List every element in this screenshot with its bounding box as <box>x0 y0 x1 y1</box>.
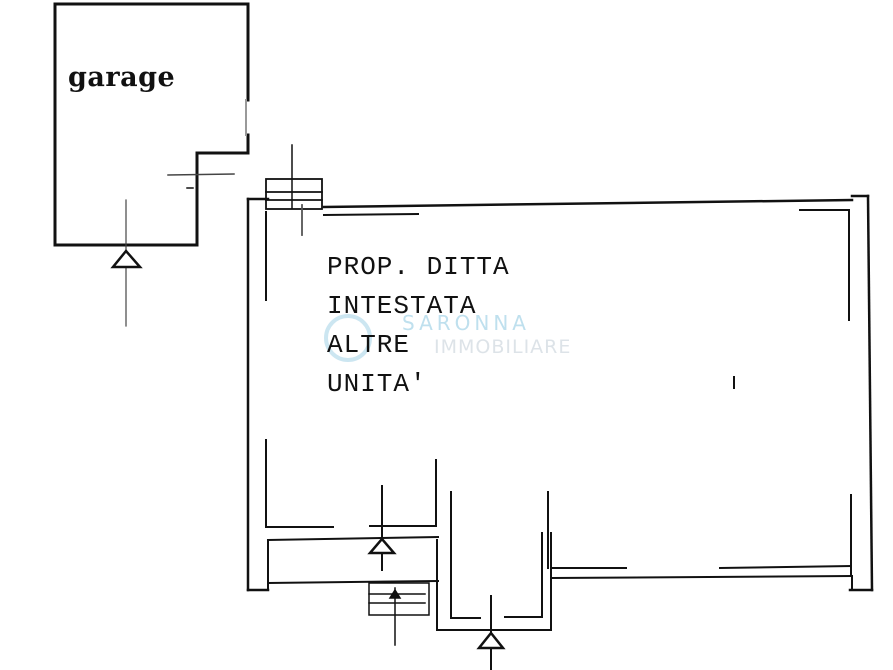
section-marker-icon <box>367 537 397 555</box>
unit-label-line-2: INTESTATA <box>327 291 477 321</box>
watermark-logo-icon <box>324 314 372 362</box>
garage-label: garage <box>68 62 176 93</box>
unit-label-line-4: UNITA' <box>327 369 427 399</box>
main-unit-walls <box>246 194 874 592</box>
top-stair <box>265 144 323 236</box>
garage-walls <box>53 2 250 247</box>
bottom-stair <box>368 582 430 646</box>
unit-label-line-3: ALTRE <box>327 330 411 360</box>
section-marker-icon <box>476 630 506 650</box>
watermark-line1: SARONNA <box>402 311 530 335</box>
watermark-line2: IMMOBILIARE <box>434 336 572 358</box>
unit-label-line-1: PROP. DITTA <box>327 252 510 282</box>
section-marker-icon <box>110 249 143 269</box>
